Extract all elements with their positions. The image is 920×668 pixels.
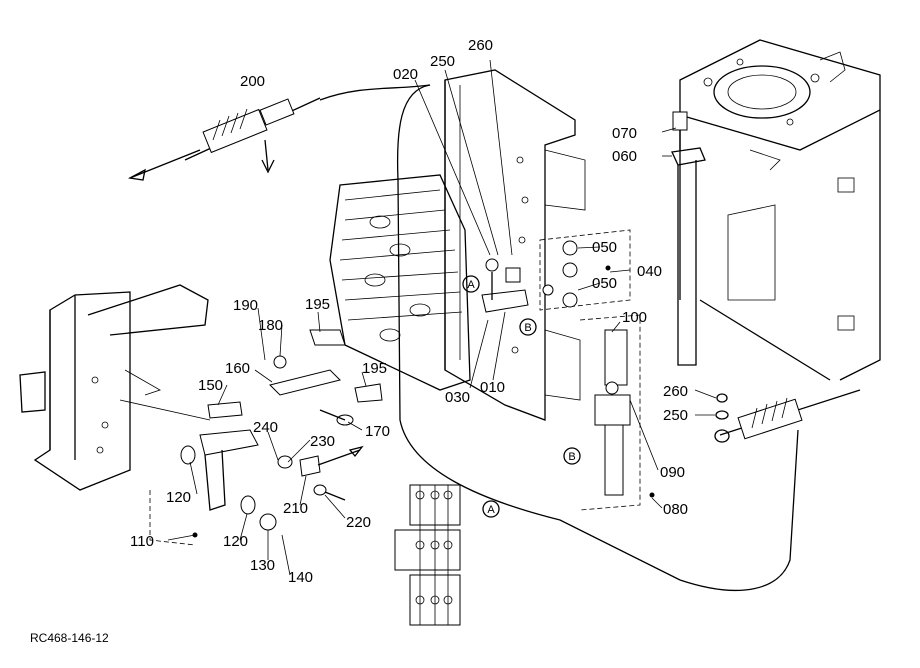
part-label-260: 260 bbox=[468, 37, 493, 54]
part-label-130: 130 bbox=[250, 557, 275, 574]
part-label-050-b: 050 bbox=[592, 275, 617, 292]
callout-a-detail-letter: A bbox=[487, 504, 495, 516]
part-label-170: 170 bbox=[365, 423, 390, 440]
part-labels: 200 020 250 260 070 060 050 040 050 190 … bbox=[130, 37, 688, 586]
callout-a-detail: A bbox=[482, 500, 500, 518]
part-label-030: 030 bbox=[445, 389, 470, 406]
part-label-200: 200 bbox=[240, 73, 265, 90]
part-label-020: 020 bbox=[393, 66, 418, 83]
part-label-010: 010 bbox=[480, 379, 505, 396]
cable-200 bbox=[127, 84, 431, 181]
callout-b-upper-letter: B bbox=[524, 322, 531, 334]
part-label-260-b: 260 bbox=[663, 383, 688, 400]
lever-150-group bbox=[119, 329, 383, 531]
part-label-060: 060 bbox=[612, 148, 637, 165]
cable-lower-right bbox=[714, 389, 861, 443]
leader-lines bbox=[167, 59, 717, 576]
dashed-outline-110 bbox=[149, 490, 196, 546]
detail-a-inset bbox=[394, 484, 461, 626]
part-label-090: 090 bbox=[660, 464, 685, 481]
part-label-080: 080 bbox=[663, 501, 688, 518]
part-label-220: 220 bbox=[346, 514, 371, 531]
callout-a-main-letter: A bbox=[467, 279, 475, 291]
callout-a-main: A bbox=[462, 275, 480, 293]
link-group-040 bbox=[539, 229, 631, 311]
right-frame bbox=[679, 39, 881, 381]
part-label-070: 070 bbox=[612, 125, 637, 142]
rod-060 bbox=[671, 111, 706, 366]
left-support-bracket bbox=[19, 284, 209, 491]
part-label-100: 100 bbox=[622, 309, 647, 326]
part-label-195-b: 195 bbox=[362, 360, 387, 377]
part-label-195: 195 bbox=[305, 296, 330, 313]
part-label-210: 210 bbox=[283, 500, 308, 517]
part-label-050: 050 bbox=[592, 239, 617, 256]
link-group-080 bbox=[579, 314, 655, 511]
part-label-160: 160 bbox=[225, 360, 250, 377]
enclosure-outline bbox=[396, 84, 799, 592]
part-label-140: 140 bbox=[288, 569, 313, 586]
part-label-190: 190 bbox=[233, 297, 258, 314]
part-label-240: 240 bbox=[253, 419, 278, 436]
part-label-120: 120 bbox=[166, 489, 191, 506]
callout-b-upper: B bbox=[519, 318, 537, 336]
part-label-230: 230 bbox=[310, 433, 335, 450]
part-label-250: 250 bbox=[430, 53, 455, 70]
part-label-110: 110 bbox=[130, 533, 154, 550]
part-label-150: 150 bbox=[198, 377, 223, 394]
callout-b-lower-letter: B bbox=[568, 451, 575, 463]
part-label-040: 040 bbox=[637, 263, 662, 280]
callout-b-lower: B bbox=[563, 447, 581, 465]
part-label-180: 180 bbox=[258, 317, 283, 334]
reference-code: RC468-146-12 bbox=[30, 631, 109, 645]
part-label-250-b: 250 bbox=[663, 407, 688, 424]
part-label-120-b: 120 bbox=[223, 533, 248, 550]
control-valve-block bbox=[329, 174, 471, 391]
plate-010 bbox=[481, 258, 529, 313]
